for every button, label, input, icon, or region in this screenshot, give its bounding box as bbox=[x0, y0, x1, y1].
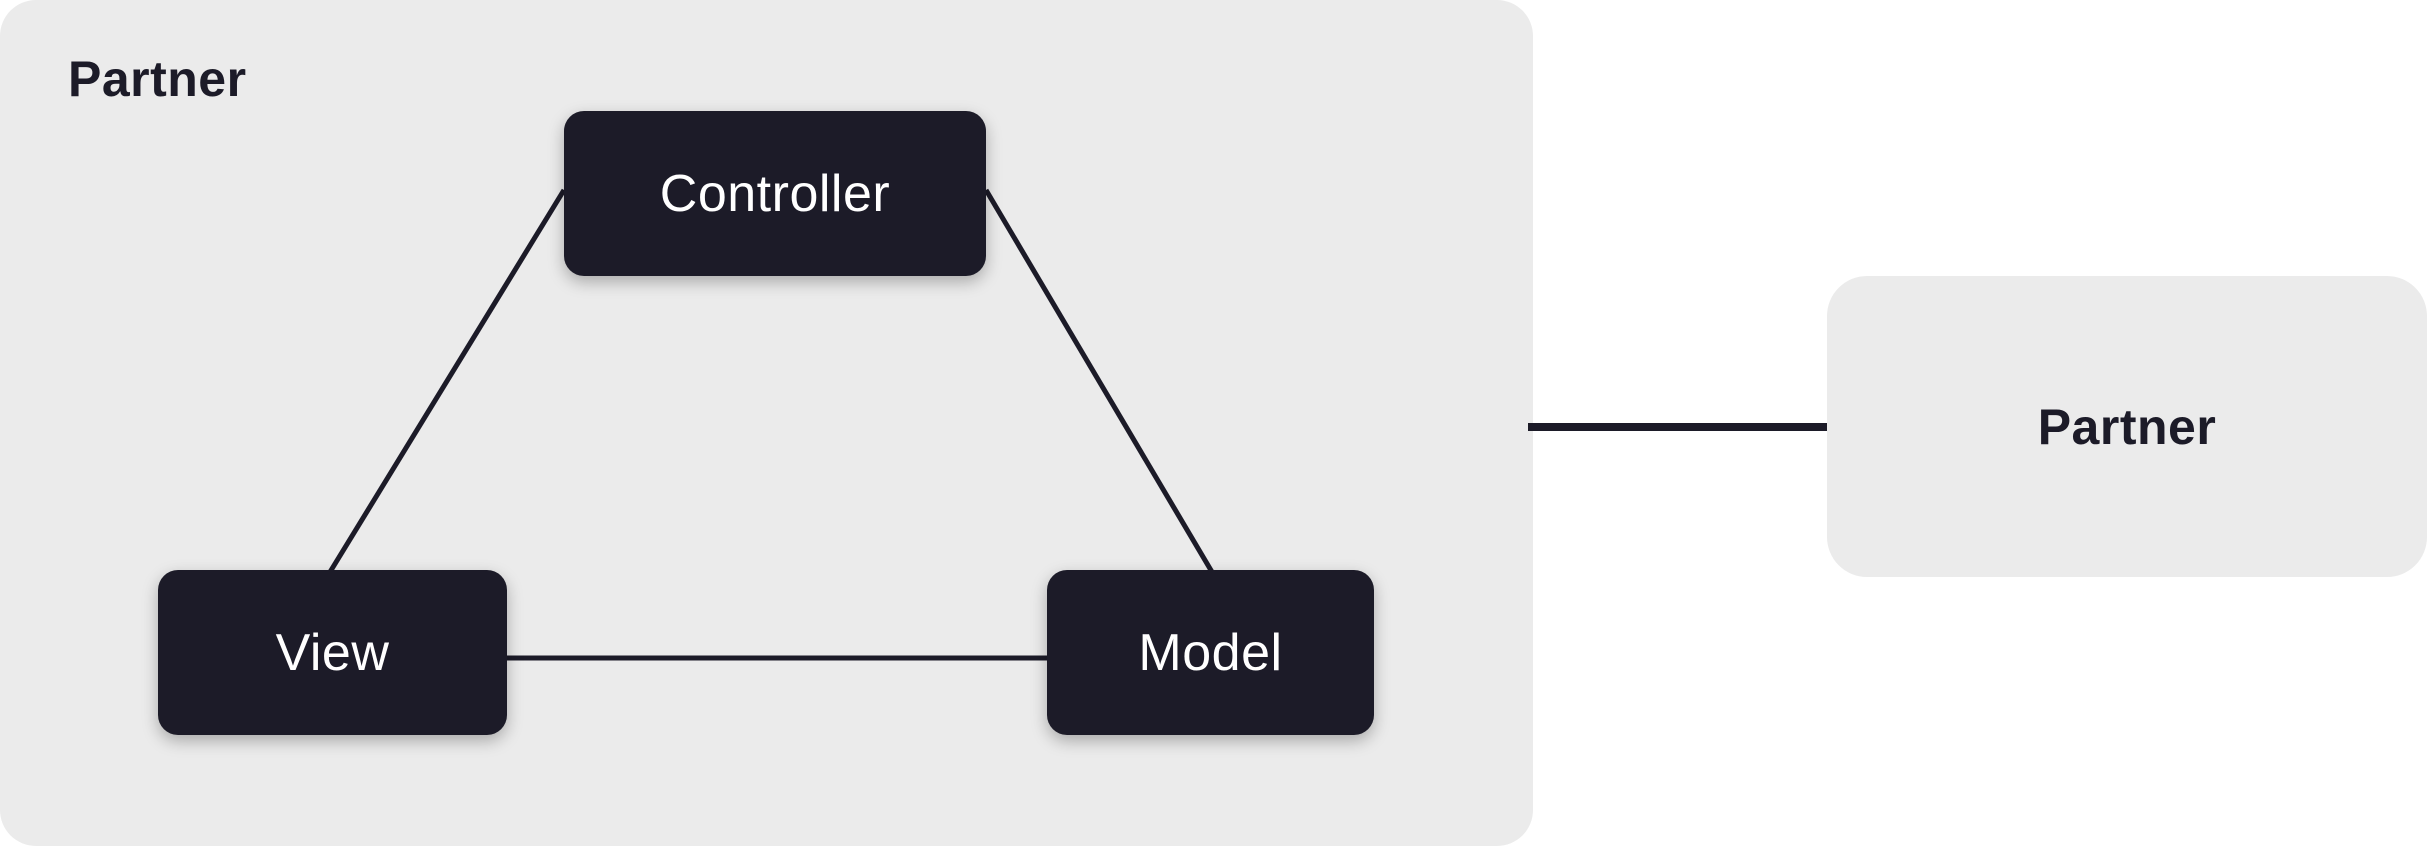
external-partner-box: Partner bbox=[1827, 276, 2427, 577]
external-partner-label: Partner bbox=[2037, 398, 2217, 455]
model-label: Model bbox=[1138, 623, 1283, 682]
view-label: View bbox=[275, 623, 390, 682]
model-node: Model bbox=[1047, 570, 1374, 735]
controller-label: Controller bbox=[659, 164, 891, 223]
view-node: View bbox=[158, 570, 507, 735]
partner-group-title: Partner bbox=[68, 51, 247, 107]
controller-node: Controller bbox=[564, 111, 986, 276]
